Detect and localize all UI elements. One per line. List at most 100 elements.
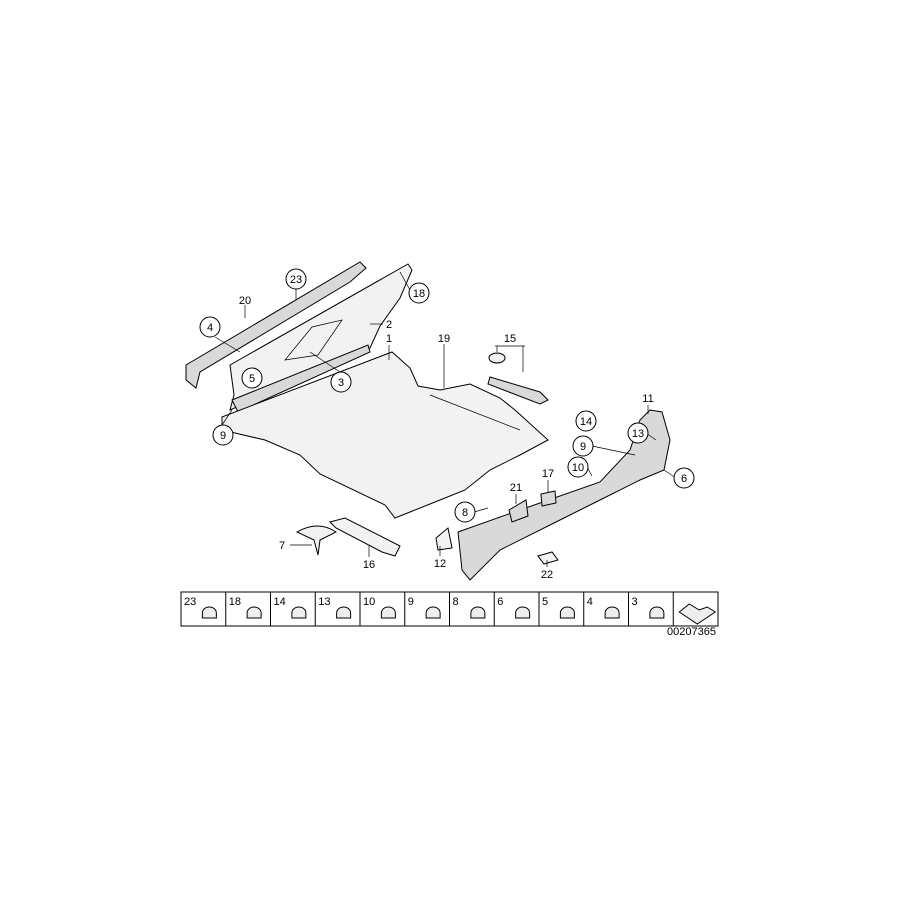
svg-text:23: 23 [290, 274, 302, 286]
part-pad-22[interactable] [537, 551, 559, 565]
callout-1[interactable]: 1 [386, 333, 392, 345]
svg-text:1: 1 [386, 333, 392, 345]
grommet-icon [515, 606, 531, 619]
callout-12[interactable]: 12 [434, 558, 446, 570]
carpet-seam [429, 394, 521, 431]
svg-text:11: 11 [642, 393, 653, 405]
callout-3[interactable]: 3 [330, 371, 352, 393]
strip-cell-4[interactable]: 4 [583, 592, 620, 626]
clip-nut-icon [246, 606, 262, 619]
svg-text:16: 16 [363, 559, 375, 571]
callout-16[interactable]: 16 [363, 559, 375, 571]
svg-text:2: 2 [386, 319, 392, 331]
strip-cell-5[interactable]: 5 [538, 592, 575, 626]
strip-cell-10[interactable]: 10 [359, 592, 396, 626]
part-rail-20[interactable] [185, 261, 367, 389]
svg-text:6: 6 [681, 473, 687, 485]
grommet-icon [649, 606, 665, 619]
push-pin-icon [425, 606, 441, 619]
strip-cell-6[interactable]: 6 [493, 592, 531, 626]
svg-text:20: 20 [239, 295, 251, 307]
screw-icon [559, 606, 575, 619]
callout-11[interactable]: 11 [642, 393, 653, 405]
strip-cell-arrow[interactable] [672, 592, 717, 626]
part-panel-base [231, 344, 371, 413]
plug-icon [470, 606, 486, 619]
callout-7[interactable]: 7 [279, 540, 285, 552]
strip-cell-9[interactable]: 9 [404, 592, 441, 626]
strip-number: 3 [632, 596, 638, 608]
svg-text:12: 12 [434, 558, 446, 570]
strip-number: 18 [229, 596, 241, 608]
arrow-bracket-icon [678, 603, 717, 625]
part-funnel-7[interactable] [295, 525, 337, 556]
part-bracket-12[interactable] [435, 527, 453, 551]
callout-19[interactable]: 19 [438, 333, 450, 345]
callout-9-left[interactable]: 9 [212, 424, 234, 446]
leader-lines [214, 271, 677, 567]
part-clip-17[interactable] [540, 490, 557, 507]
callout-14[interactable]: 14 [575, 410, 597, 432]
strip-cell-8[interactable]: 8 [449, 592, 486, 626]
fastener-strip: 23 18 14 13 10 9 8 6 5 4 3 [180, 591, 719, 627]
strip-number: 23 [184, 596, 196, 608]
svg-text:21: 21 [510, 482, 522, 494]
svg-text:10: 10 [572, 462, 584, 474]
callout-23[interactable]: 23 [285, 268, 307, 290]
callout-6[interactable]: 6 [673, 467, 695, 489]
strip-number: 13 [318, 596, 330, 608]
strip-cell-13[interactable]: 13 [314, 592, 352, 626]
strip-number: 8 [453, 596, 459, 608]
panel-window [284, 319, 343, 361]
expansion-nut-icon [380, 606, 396, 619]
strip-cell-18[interactable]: 18 [225, 592, 262, 626]
svg-text:13: 13 [632, 428, 644, 440]
svg-text:17: 17 [542, 468, 554, 480]
strip-number: 14 [274, 596, 286, 608]
svg-text:9: 9 [220, 430, 226, 442]
callout-18[interactable]: 18 [408, 282, 430, 304]
svg-text:15: 15 [504, 333, 516, 345]
svg-text:9: 9 [580, 441, 586, 453]
part-rear-trim[interactable] [457, 409, 671, 581]
callout-8[interactable]: 8 [454, 501, 476, 523]
svg-text:5: 5 [249, 373, 255, 385]
svg-text:8: 8 [462, 507, 468, 519]
screw-icon [336, 606, 352, 619]
plug-icon [604, 606, 620, 619]
svg-text:3: 3 [338, 377, 344, 389]
callout-21[interactable]: 21 [510, 482, 522, 494]
svg-text:19: 19 [438, 333, 450, 345]
svg-text:22: 22 [541, 569, 553, 581]
callout-22[interactable]: 22 [541, 569, 553, 581]
cap-icon [291, 606, 307, 619]
diagram-id: 00207365 [667, 626, 716, 638]
callout-2[interactable]: 2 [386, 319, 392, 331]
part-bracket-21[interactable] [508, 499, 529, 523]
callout-17[interactable]: 17 [542, 468, 554, 480]
strip-number: 10 [363, 596, 375, 608]
callout-20[interactable]: 20 [239, 295, 251, 307]
push-rivet-icon [201, 606, 217, 619]
strip-cell-14[interactable]: 14 [270, 592, 307, 626]
strip-number: 5 [542, 596, 548, 608]
strip-cell-23[interactable]: 23 [184, 596, 217, 619]
callout-9-right[interactable]: 9 [572, 435, 594, 457]
callout-10[interactable]: 10 [567, 456, 589, 478]
strip-number: 9 [408, 596, 414, 608]
strip-number: 4 [587, 596, 593, 608]
strip-cell-3[interactable]: 3 [628, 592, 665, 626]
part-strap-16[interactable] [329, 517, 401, 557]
part-bracket-15[interactable] [487, 376, 549, 405]
part-panel-2[interactable] [229, 263, 413, 411]
svg-text:7: 7 [279, 540, 285, 552]
part-trunk-carpet-1[interactable] [221, 351, 549, 519]
callout-15[interactable]: 15 [504, 333, 516, 345]
callout-4[interactable]: 4 [199, 316, 221, 338]
svg-text:18: 18 [413, 288, 425, 300]
strip-number: 6 [497, 596, 503, 608]
callout-13[interactable]: 13 [627, 422, 649, 444]
callout-5[interactable]: 5 [241, 367, 263, 389]
svg-text:14: 14 [580, 416, 592, 428]
